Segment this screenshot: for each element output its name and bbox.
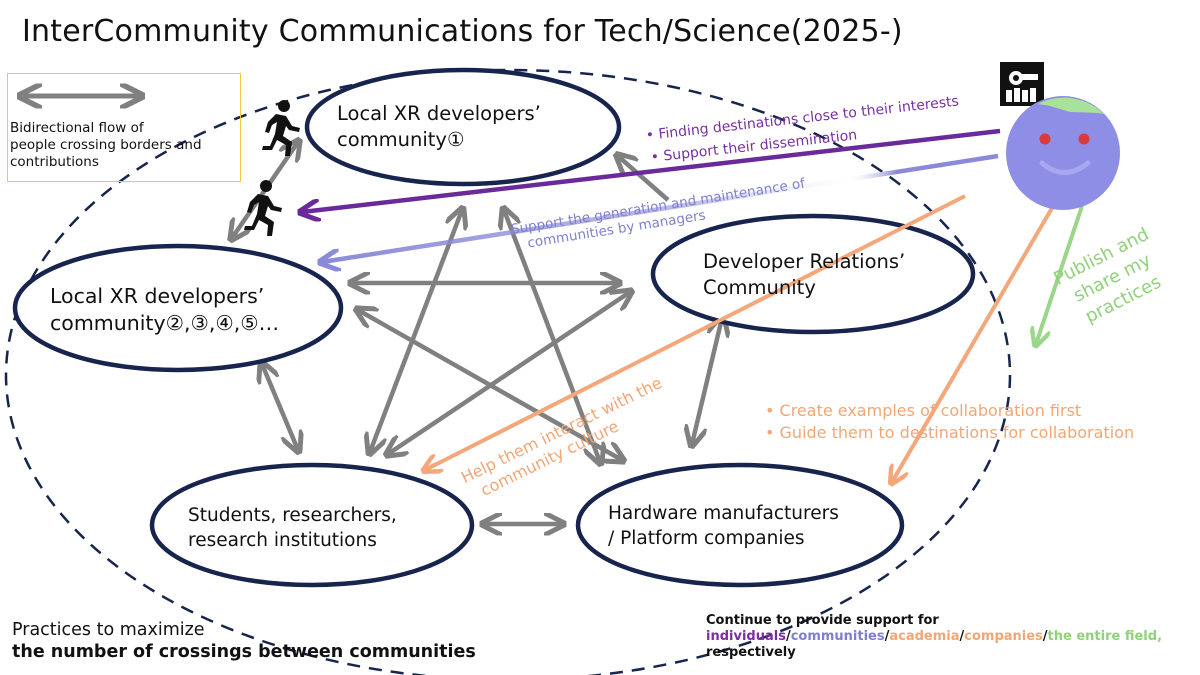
arrow-devrel-students <box>388 292 630 454</box>
legend-text: Bidirectional flow of people crossing bo… <box>10 120 240 171</box>
footer-right-line1: Continue to provide support for <box>706 613 939 628</box>
green-publish-arrow <box>1036 205 1084 344</box>
footer-slash: / <box>959 629 965 644</box>
node-local1-line2: community① <box>337 128 465 151</box>
running-person-icon <box>262 100 300 156</box>
node-hardware-label: Hardware manufacturers / Platform compan… <box>608 501 839 551</box>
legend-line: people crossing borders and <box>10 137 202 153</box>
mascot-avatar-icon <box>1006 96 1120 210</box>
footer-communities: communities <box>790 629 885 644</box>
node-students-line2: research institutions <box>188 530 377 551</box>
boundary-dashed-ellipse <box>4 68 1012 675</box>
legend-line: Bidirectional flow of <box>10 120 144 136</box>
node-local2-label: Local XR developers’ community②,③,④,⑤… <box>50 283 279 337</box>
footer-right-line3: respectively <box>706 645 796 660</box>
running-person-icon <box>244 180 282 236</box>
footer-individuals: individuals <box>706 629 786 644</box>
footer-slash: / <box>1042 629 1048 644</box>
footer-companies: companies <box>964 629 1043 644</box>
footer-left-line2: the number of crossings between communit… <box>12 642 476 662</box>
legend-line: contributions <box>10 154 99 170</box>
arrow-local2-students <box>262 364 298 450</box>
logo-icon <box>1000 62 1044 106</box>
footer-right: Continue to provide support for individu… <box>706 613 1186 661</box>
footer-field: the entire field, <box>1047 629 1163 644</box>
node-devrel-line1: Developer Relations’ <box>703 250 906 273</box>
node-local1-ellipse <box>304 67 622 187</box>
node-local1-label: Local XR developers’ community① <box>337 101 541 153</box>
orange-help-arrow <box>424 194 966 472</box>
page-title: InterCommunity Communications for Tech/S… <box>22 14 903 49</box>
footer-left-line1: Practices to maximize <box>12 620 205 640</box>
orange-guide-arrow <box>892 206 1054 482</box>
footer-left: Practices to maximize the number of cros… <box>12 619 476 663</box>
footer-slash: / <box>884 629 890 644</box>
node-students-line1: Students, researchers, <box>188 505 397 526</box>
node-students-label: Students, researchers, research institut… <box>188 503 397 553</box>
node-hardware-ellipse <box>575 462 905 588</box>
arrow-devrel-hardware <box>692 318 722 444</box>
node-devrel-line2: Community <box>703 276 816 299</box>
footer-slash: / <box>785 629 791 644</box>
node-hardware-line1: Hardware manufacturers <box>608 503 839 524</box>
arrow-devrel-local1 <box>618 156 670 202</box>
legend-box <box>7 73 241 182</box>
node-students-ellipse <box>149 462 475 588</box>
node-local1-line1: Local XR developers’ <box>337 102 541 125</box>
annotation-create: • Create examples of collaboration first <box>765 401 1082 420</box>
node-local2-ellipse <box>12 243 344 373</box>
node-local2-line1: Local XR developers’ <box>50 284 265 308</box>
footer-academia: academia <box>889 629 960 644</box>
purple-support-arrow <box>302 128 1001 212</box>
node-devrel-label: Developer Relations’ Community <box>703 249 905 301</box>
lavender-support-arrow <box>321 153 999 265</box>
node-local2-line2: community②,③,④,⑤… <box>50 311 280 335</box>
annotation-guide: • Guide them to destinations for collabo… <box>765 423 1135 442</box>
node-hardware-line2: / Platform companies <box>608 528 805 549</box>
footer-right-line2: individuals/communities/academia/compani… <box>706 629 1186 645</box>
